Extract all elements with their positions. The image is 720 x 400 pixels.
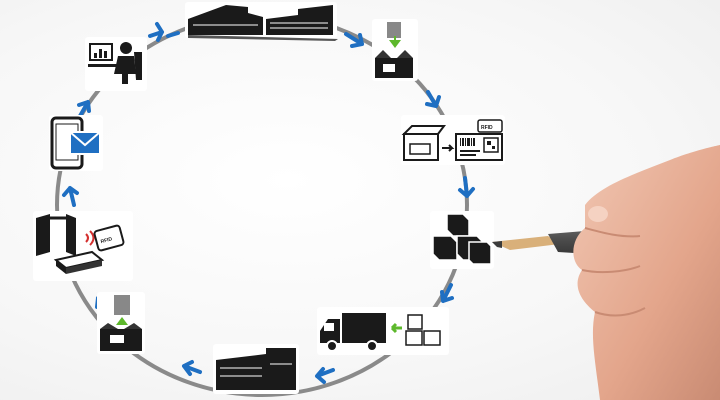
- warehouse-bottom-icon: [213, 344, 299, 394]
- arrow-4-icon: [425, 90, 441, 108]
- arrow-2-icon: [166, 31, 180, 38]
- arrow-9-icon: [182, 360, 202, 376]
- arrow-3-icon: [344, 32, 364, 48]
- computer-operator-icon: [85, 37, 147, 91]
- arrow-8-icon: [315, 367, 335, 384]
- arrow-5-icon: [458, 176, 475, 198]
- arrow-1-icon: [148, 22, 164, 42]
- box-loading-icon: [372, 19, 418, 81]
- rfid-tag-label: RFID: [481, 125, 493, 131]
- smartphone-message-icon: [49, 115, 103, 171]
- rfid-scanner-label: RFID: [100, 236, 113, 245]
- rfid-scanner-icon: RFID: [33, 211, 133, 281]
- arrow-11-icon: [62, 186, 79, 207]
- delivery-truck-icon: [317, 307, 449, 355]
- label-printing-icon: RFID: [401, 115, 505, 165]
- arrow-12-icon: [77, 100, 91, 118]
- arrow-6-icon: [440, 283, 454, 303]
- stacked-boxes-icon: [430, 211, 494, 269]
- hand-icon: [573, 145, 720, 400]
- box-loading-bottom-icon: [97, 292, 145, 354]
- warehouse-icon: [185, 2, 338, 41]
